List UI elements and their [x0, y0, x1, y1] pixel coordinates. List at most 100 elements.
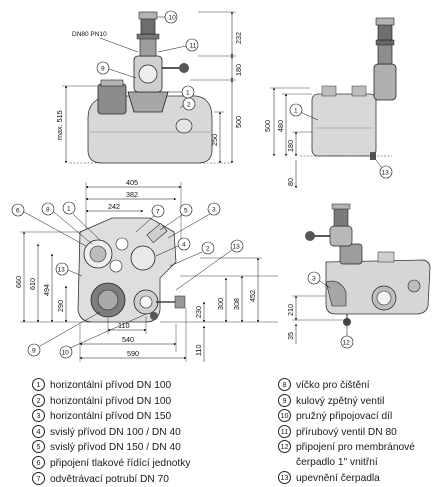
- svg-text:3: 3: [312, 276, 316, 283]
- callout-13-left: 13: [55, 262, 83, 277]
- side-valve: [373, 63, 397, 101]
- legend-item-12-continued: čerpadlo 1" vnitřní: [278, 456, 415, 471]
- front-motor: [97, 83, 127, 115]
- svg-text:10: 10: [62, 350, 70, 357]
- svg-text:9: 9: [101, 66, 105, 73]
- dim-405: 405: [126, 178, 138, 187]
- dim-610: 610: [28, 278, 37, 290]
- dim-494: 494: [42, 284, 51, 296]
- legend-number: 12: [278, 440, 291, 454]
- callout-4: 4: [155, 237, 191, 257]
- dim-232: 232: [234, 32, 243, 44]
- dim-110-h: 110: [118, 321, 129, 330]
- legend-text: kulový zpětný ventil: [296, 395, 385, 407]
- dim-110-v: 110: [194, 345, 203, 356]
- legend-item-12: 12 připojení pro membránové: [278, 440, 415, 456]
- legend-text: odvětrávací potrubí DN 70: [50, 473, 169, 485]
- legend-item-9: 9 kulový zpětný ventil: [278, 393, 415, 410]
- dim-290: 290: [56, 300, 65, 312]
- dim-300: 300: [216, 298, 225, 310]
- callout-12: 12: [340, 326, 354, 349]
- legend-item-5: 5 svislý přívod DN 150 / DN 40: [32, 440, 190, 456]
- svg-text:4: 4: [182, 242, 186, 249]
- legend-text: připojení tlakové řídící jednotky: [50, 457, 191, 469]
- callout-10-top: 10: [59, 313, 147, 359]
- legend-text: upevnění čerpadla: [296, 472, 380, 484]
- callout-3-rear: 3: [307, 271, 331, 289]
- callout-10: 10: [157, 10, 178, 24]
- legend-number: 10: [278, 409, 291, 423]
- legend-number: 13: [278, 470, 291, 484]
- legend-item-6: 6 připojení tlakové řídící jednotky: [32, 455, 191, 472]
- legend-text: pružný připojovací díl: [296, 411, 393, 423]
- legend-text: svislý přívod DN 100 / DN 40: [50, 426, 181, 438]
- side-view: 500 480 180 80 1 13: [263, 17, 397, 189]
- legend-text: svislý přívod DN 150 / DN 40: [50, 442, 181, 454]
- dim-308: 308: [232, 298, 241, 310]
- dim-250: 250: [210, 134, 219, 146]
- callout-5: 5: [159, 203, 193, 231]
- side-dim-80: 80: [286, 178, 295, 186]
- svg-text:6: 6: [16, 208, 20, 215]
- callout-9-top: 9: [27, 311, 101, 357]
- legend-item-1: 1 horizontální přívod DN 100: [32, 378, 190, 394]
- legend-number: 5: [32, 440, 45, 454]
- technical-drawing: max. 515 232 180 500 250 DN80 PN10 10 11…: [11, 10, 431, 362]
- svg-text:1: 1: [294, 108, 298, 115]
- pipe-label-dn80: DN80 PN10: [72, 31, 107, 38]
- svg-text:5: 5: [184, 208, 188, 215]
- dim-660: 660: [14, 276, 23, 288]
- legend-text: přírubový ventil DN 80: [296, 426, 397, 438]
- top-view: 405 382 242 660 610 494 290 110 540 590 …: [11, 178, 278, 362]
- callout-9: 9: [96, 61, 137, 79]
- side-tank: [311, 93, 377, 157]
- legend-text: víčko pro čištění: [296, 380, 370, 391]
- legend-number: 8: [278, 378, 291, 391]
- dim-35: 35: [286, 332, 295, 340]
- callout-11: 11: [157, 38, 199, 53]
- svg-text:12: 12: [343, 340, 351, 347]
- front-pump-housing: [127, 91, 169, 113]
- rear-tank: [325, 259, 431, 315]
- svg-text:3: 3: [212, 207, 216, 214]
- legend-text: připojení pro membránové: [296, 442, 415, 454]
- legend-text: horizontální přívod DN 150: [50, 411, 172, 423]
- side-dim-480: 480: [276, 120, 285, 132]
- legend-item-11: 11 přírubový ventil DN 80: [278, 424, 415, 441]
- legend-number: 9: [278, 393, 291, 407]
- legend-right: 8 víčko pro čištění 9 kulový zpětný ventil…: [278, 378, 415, 486]
- svg-text:1: 1: [186, 90, 190, 97]
- legend-number: 1: [32, 378, 45, 391]
- legend-item-13: 13 upevnění čerpadla: [278, 470, 415, 487]
- dim-452: 452: [248, 290, 257, 302]
- dim-210: 210: [286, 304, 295, 316]
- dim-max-515: max. 515: [55, 110, 64, 140]
- callout-2-top: 2: [169, 241, 215, 267]
- legend-number: 4: [32, 424, 45, 438]
- dim-382: 382: [126, 190, 138, 199]
- legend-number: 6: [32, 455, 45, 469]
- callout-3: 3: [167, 202, 221, 239]
- dim-242: 242: [108, 202, 120, 211]
- legend-item-4: 4 svislý přívod DN 100 / DN 40: [32, 424, 190, 441]
- svg-text:8: 8: [46, 207, 50, 214]
- legend-text: horizontální přívod DN 100: [50, 380, 172, 391]
- callout-6: 6: [11, 203, 87, 247]
- svg-text:2: 2: [206, 246, 210, 253]
- callout-2: 2: [179, 97, 196, 111]
- dim-590: 590: [127, 349, 139, 358]
- legend-text: čerpadlo 1" vnitřní: [296, 456, 378, 468]
- side-dim-500: 500: [263, 120, 272, 132]
- svg-text:9: 9: [32, 348, 36, 355]
- rear-view: 210 35 3 12: [286, 203, 431, 349]
- callout-7: 7: [135, 204, 165, 233]
- legend-number: 11: [278, 424, 291, 438]
- dim-180: 180: [234, 64, 243, 76]
- legend-item-10: 10 pružný připojovací díl: [278, 409, 415, 425]
- dim-540: 540: [122, 335, 134, 344]
- svg-text:7: 7: [156, 209, 160, 216]
- side-dim-180: 180: [286, 140, 295, 152]
